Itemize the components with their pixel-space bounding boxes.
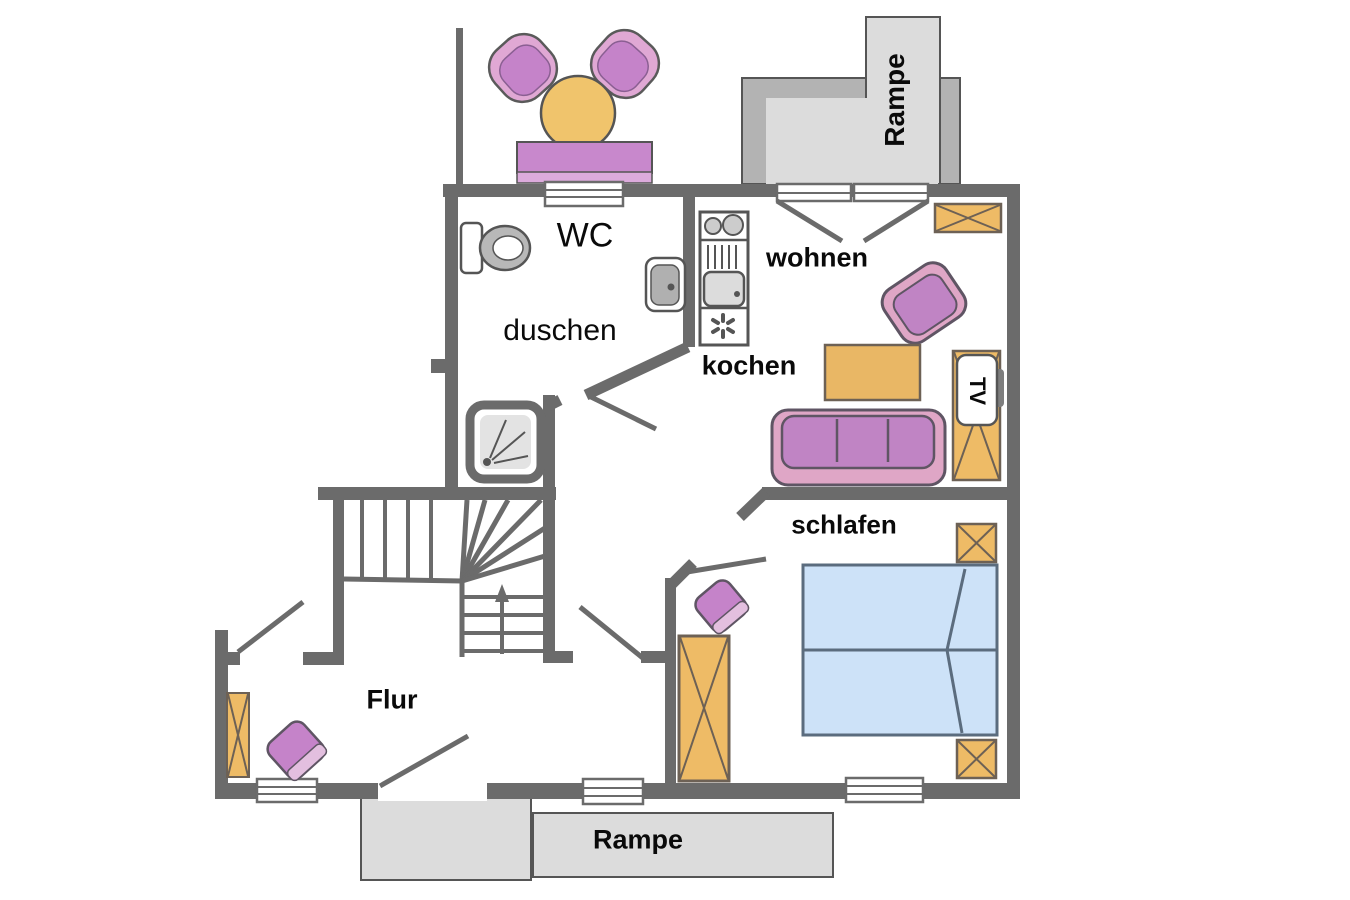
door-leaves <box>236 198 930 789</box>
label-bedroom: schlafen <box>791 509 897 540</box>
hall-cabinet <box>226 692 250 778</box>
wall-hall-right <box>543 395 555 663</box>
toilet <box>459 221 532 275</box>
coffee-table <box>823 343 922 402</box>
ramp-bottom-surface <box>532 812 834 878</box>
label-hallway: Flur <box>366 684 418 715</box>
window-bedroom-bottom <box>844 776 925 804</box>
nightstand-top <box>955 522 998 564</box>
sofa <box>770 408 947 487</box>
extractor-fan-icon <box>711 313 735 339</box>
hob-burner-small <box>704 217 722 235</box>
tv-cabinet <box>951 349 1004 482</box>
door-opening-bottom <box>378 780 487 801</box>
bedroom-stool <box>694 579 750 635</box>
wall-bath-diagonal-b <box>545 395 563 411</box>
window-corridor-bottom <box>581 777 645 806</box>
stair-treads-upper <box>360 500 433 578</box>
angled-walls <box>545 342 770 589</box>
label-living-room: wohnen <box>766 242 868 273</box>
hall-chair <box>266 720 328 782</box>
wall-left-lower <box>215 630 228 799</box>
wall-right <box>1007 184 1020 799</box>
entrance-door-panels <box>775 182 930 203</box>
entrance-door-leaf-right <box>862 198 930 244</box>
wall-bath-bottom <box>318 487 556 500</box>
wall-bedroom-left <box>665 578 676 783</box>
window-bath-top <box>543 180 625 208</box>
label-ramp-top: Rampe <box>879 53 910 147</box>
window-hall-bottom <box>255 777 319 804</box>
double-bed <box>801 563 999 737</box>
staircase <box>343 498 547 657</box>
ramp-top-surface <box>766 98 938 184</box>
wall-hall-kitchen-a <box>547 651 573 663</box>
round-table <box>539 74 617 152</box>
label-kitchen: kochen <box>701 350 797 381</box>
wall-bedroom-diagonal-a <box>736 488 770 521</box>
hallway-furniture <box>226 692 328 782</box>
terrace-chair-left <box>487 32 559 104</box>
kitchen-sink <box>702 270 746 308</box>
windows <box>255 180 930 806</box>
wall-bedroom-diagonal-b <box>667 559 697 589</box>
bathroom-door-leaf <box>587 393 658 432</box>
wall-left-upper <box>445 184 458 500</box>
wall-bath-diagonal <box>583 342 691 400</box>
wash-basin <box>644 256 687 313</box>
wall-living-bedroom <box>762 487 1007 500</box>
label-shower-room: duschen <box>503 314 617 347</box>
stair-winders <box>343 498 547 657</box>
wall-stub <box>431 359 447 373</box>
wardrobe <box>677 634 731 783</box>
main-entrance-door-leaf <box>378 733 470 789</box>
bedroom-door-leaf <box>686 556 767 575</box>
label-ramp-bottom: Rampe <box>592 824 684 855</box>
entrance-door-leaf-left <box>775 198 844 244</box>
kitchen-unit <box>698 210 750 347</box>
stair-direction-arrow <box>495 584 509 654</box>
drainer-rack <box>707 245 737 269</box>
wall-bath-kitchen <box>683 197 695 347</box>
hob-burner-large <box>722 214 744 236</box>
sideboard <box>933 202 1003 234</box>
living-room-furniture <box>770 202 1004 487</box>
wall-top <box>443 184 1020 197</box>
ramp-top <box>741 16 961 185</box>
nightstand-bottom <box>955 738 998 780</box>
hall-exterior-door-leaf <box>236 600 305 654</box>
bench <box>516 141 653 174</box>
hall-kitchen-door-leaf <box>578 605 646 661</box>
armchair <box>880 261 968 345</box>
bathroom-fixtures <box>459 221 687 484</box>
terrace-furniture <box>487 28 661 184</box>
wall-hall-top-a <box>228 652 240 665</box>
ramp-bottom-landing <box>360 797 532 881</box>
label-tv: TV <box>965 376 990 406</box>
label-wc: WC <box>556 216 614 255</box>
wall-terrace-side <box>456 28 463 184</box>
wall-stair-left <box>333 487 344 665</box>
shower-tray <box>465 400 546 484</box>
wall-hall-top-b <box>303 652 344 665</box>
bedroom-furniture <box>677 522 999 783</box>
tv-screen <box>955 353 999 427</box>
